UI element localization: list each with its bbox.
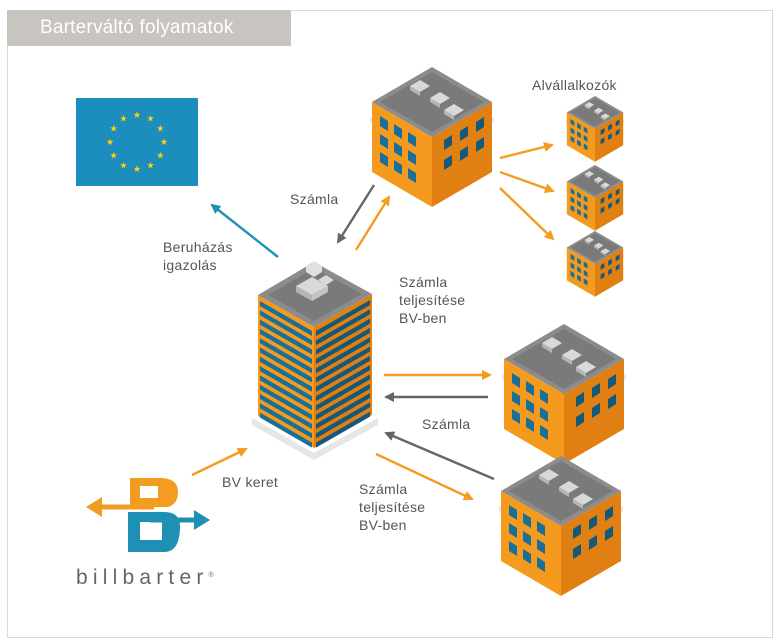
subcontractor-building-2-icon (565, 164, 625, 231)
brand-name-text: billbarter (76, 566, 209, 589)
diagram-frame (7, 10, 773, 638)
eu-star-icon (110, 124, 118, 132)
invoice-top-label: Számla (290, 191, 339, 207)
eu-star-icon (160, 138, 168, 145)
investment-proof-arrow (210, 203, 279, 258)
eu-star-icon (110, 151, 118, 159)
invoice-mid-label: Számla (422, 416, 471, 432)
eu-star-icon (106, 138, 114, 145)
building-icon (502, 324, 626, 464)
subcontractor-arrow-2 (499, 170, 555, 194)
subcontractor-arrow-3 (499, 187, 555, 241)
bv-frame-arrow (191, 447, 248, 477)
invoice-fulfilled-top-label: Számla teljesítése BV-ben (399, 274, 466, 326)
subcontractors-label: Alvállalkozók (532, 77, 617, 93)
invoice-diagonal-arrow (384, 431, 495, 481)
eu-star-icon (120, 115, 127, 122)
eu-star-icon (156, 151, 164, 159)
invoice-down-arrow (336, 184, 376, 244)
eu-star-icon (147, 161, 154, 169)
eu-star-icon (133, 111, 141, 118)
eu-star-icon (156, 124, 164, 132)
bv-frame-label: BV keret (222, 474, 279, 490)
eu-star-icon (147, 115, 154, 122)
brand-name: billbarter® (76, 566, 214, 590)
subcontractor-building-3-icon (565, 230, 625, 297)
billbarter-logo-icon (86, 478, 210, 552)
eu-star-icon (120, 161, 127, 169)
fulfillment-diagonal-arrow (375, 452, 474, 501)
eu-star-icon (133, 165, 141, 172)
building-icon (499, 456, 623, 596)
diagram-title: Barterváltó folyamatok (7, 10, 291, 46)
brand-mark: ® (208, 572, 214, 579)
fulfillment-up-arrow (354, 195, 391, 251)
eu-flag-icon (76, 98, 198, 186)
building-icon (370, 67, 494, 207)
skyscraper-icon (252, 261, 378, 460)
subcontractor-arrow-1 (499, 142, 554, 160)
investment-proof-label: Beruházás igazolás (163, 239, 233, 273)
invoice-fulfilled-bottom-label: Számla teljesítése BV-ben (359, 481, 426, 533)
subcontractor-building-1-icon (565, 95, 625, 162)
